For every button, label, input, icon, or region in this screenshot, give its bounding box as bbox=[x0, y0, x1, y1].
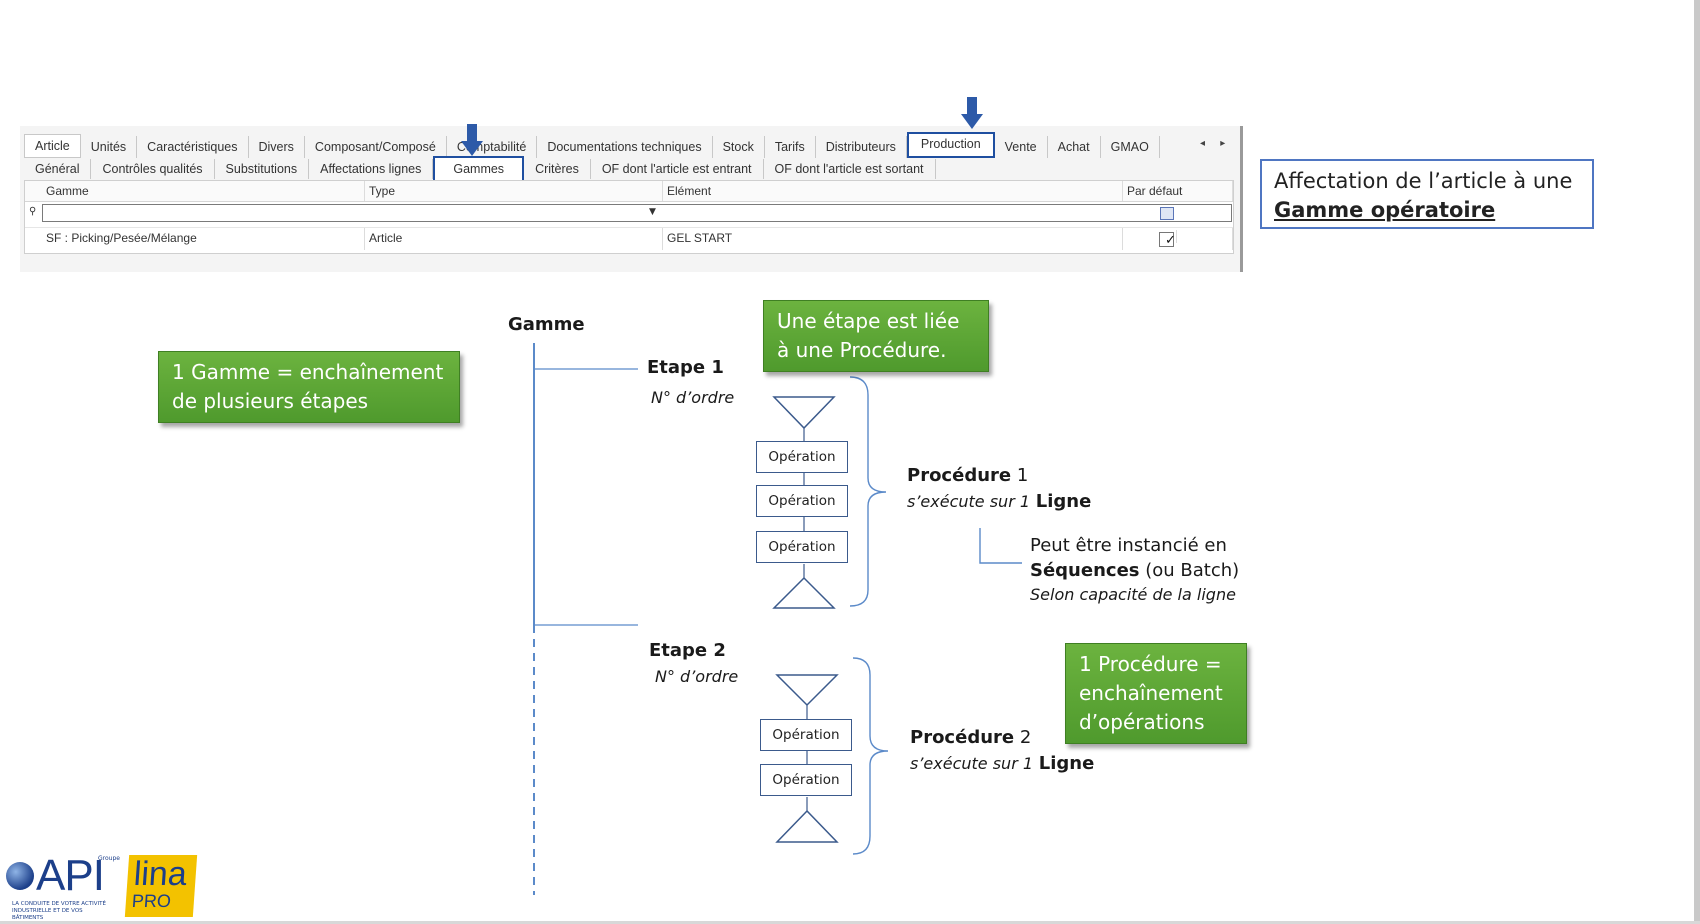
pointer-arrow-gammes bbox=[461, 124, 483, 158]
operation-box: Opération bbox=[756, 485, 848, 517]
cell-type: Article bbox=[365, 228, 663, 250]
operation-box: Opération bbox=[760, 764, 852, 796]
tab-tarifs[interactable]: Tarifs bbox=[765, 136, 816, 158]
etape1-title: Etape 1 bbox=[647, 357, 724, 378]
lina-wordmark: lina bbox=[132, 855, 189, 893]
column-header-gamme[interactable]: Gamme bbox=[42, 181, 365, 201]
gamme-title: Gamme bbox=[508, 314, 585, 335]
procedure1-number: 1 bbox=[1016, 465, 1029, 486]
tab-achat[interactable]: Achat bbox=[1048, 136, 1101, 158]
subtab-substitutions[interactable]: Substitutions bbox=[215, 159, 310, 179]
tab-production[interactable]: Production bbox=[906, 132, 995, 158]
operation-box: Opération bbox=[756, 531, 848, 563]
tab-documentations-techniques[interactable]: Documentations techniques bbox=[537, 136, 713, 158]
subtab-general[interactable]: Général bbox=[24, 159, 92, 179]
column-header-par-defaut[interactable]: Par défaut bbox=[1123, 181, 1233, 201]
callout-line1: Affectation de l’article à une bbox=[1274, 169, 1573, 193]
procedure2-exec: s’exécute sur 1 Ligne bbox=[910, 753, 1094, 774]
api-wordmark: API bbox=[36, 851, 105, 900]
api-globe-icon bbox=[6, 862, 34, 890]
etape2-title: Etape 2 bbox=[649, 640, 726, 661]
instance-batch: (ou Batch) bbox=[1139, 560, 1240, 581]
callout-line2: Gamme opératoire bbox=[1274, 198, 1496, 222]
window-bottom-edge bbox=[0, 921, 1700, 924]
etape1-order: N° d’ordre bbox=[651, 388, 735, 407]
procedure1-exec-text: s’exécute sur 1 bbox=[907, 492, 1031, 511]
assignment-callout: Affectation de l’article à une Gamme opé… bbox=[1260, 159, 1594, 229]
instance-line2: Séquences (ou Batch) bbox=[1030, 560, 1239, 581]
tab-divers[interactable]: Divers bbox=[249, 136, 305, 158]
procedure2-title: Procédure bbox=[910, 727, 1015, 748]
instance-sequences: Séquences bbox=[1030, 560, 1140, 581]
cell-gamme: SF : Picking/Pesée/Mélange bbox=[42, 228, 365, 250]
grid-filter-row: ⚲ ▼ bbox=[25, 202, 1233, 224]
table-row[interactable]: SF : Picking/Pesée/Mélange Article GEL S… bbox=[25, 227, 1233, 250]
subtab-of-sortant[interactable]: OF dont l'article est sortant bbox=[764, 159, 936, 179]
tab-gmao[interactable]: GMAO bbox=[1101, 136, 1160, 158]
subtab-of-entrant[interactable]: OF dont l'article est entrant bbox=[591, 159, 764, 179]
tab-unites[interactable]: Unités bbox=[81, 136, 138, 158]
note-etape: Une étape est liée à une Procédure. bbox=[763, 300, 989, 372]
procedure2-exec-text: s’exécute sur 1 bbox=[910, 754, 1034, 773]
lina-pro-logo: lina PRO bbox=[124, 855, 198, 917]
note-gamme: 1 Gamme = enchaînement de plusieurs étap… bbox=[158, 351, 460, 423]
procedure1-title: Procédure bbox=[907, 465, 1012, 486]
subtab-affectations-lignes[interactable]: Affectations lignes bbox=[309, 159, 434, 179]
procedure1-label: Procédure 1 bbox=[907, 465, 1028, 486]
procedure2-label: Procédure 2 bbox=[910, 727, 1031, 748]
cell-par-defaut bbox=[1123, 228, 1233, 250]
tab-distributeurs[interactable]: Distributeurs bbox=[816, 136, 907, 158]
tab-stock[interactable]: Stock bbox=[713, 136, 765, 158]
procedure1-ligne: Ligne bbox=[1035, 491, 1092, 512]
api-logo: API Groupe LA CONDUITE DE VOTRE ACTIVITÉ… bbox=[6, 851, 120, 921]
subtab-criteres[interactable]: Critères bbox=[524, 159, 591, 179]
instance-line3: Selon capacité de la ligne bbox=[1030, 585, 1236, 604]
procedure1-exec: s’exécute sur 1 Ligne bbox=[907, 491, 1091, 512]
subtab-controles-qualites[interactable]: Contrôles qualités bbox=[91, 159, 215, 179]
api-groupe-text: Groupe bbox=[98, 855, 120, 862]
pro-wordmark: PRO bbox=[131, 891, 172, 911]
filter-pin-icon: ⚲ bbox=[29, 206, 37, 217]
check-icon: ✓ bbox=[1161, 230, 1177, 247]
column-header-type[interactable]: Type bbox=[365, 181, 663, 201]
default-checkbox[interactable]: ✓ bbox=[1159, 230, 1177, 247]
procedure2-number: 2 bbox=[1019, 727, 1032, 748]
filter-dropdown-icon[interactable]: ▼ bbox=[649, 207, 656, 217]
etape2-order: N° d’ordre bbox=[655, 667, 739, 686]
instance-line1: Peut être instancié en bbox=[1030, 535, 1227, 556]
cell-element: GEL START bbox=[663, 228, 1123, 250]
tab-scroll-arrows[interactable]: ◂ ▸ bbox=[1200, 138, 1232, 149]
tab-caracteristiques[interactable]: Caractéristiques bbox=[137, 136, 249, 158]
tab-vente[interactable]: Vente bbox=[995, 136, 1048, 158]
grid-header: Gamme Type Elément Par défaut bbox=[25, 181, 1233, 202]
column-header-element[interactable]: Elément bbox=[663, 181, 1123, 201]
pointer-arrow-production bbox=[961, 97, 983, 131]
production-subtab-bar: Général Contrôles qualités Substitutions… bbox=[24, 156, 936, 182]
operation-box: Opération bbox=[760, 719, 852, 751]
window-edge bbox=[1694, 0, 1700, 924]
procedure2-ligne: Ligne bbox=[1038, 753, 1095, 774]
tab-article[interactable]: Article bbox=[24, 134, 81, 158]
filter-input[interactable] bbox=[42, 204, 1232, 222]
main-tab-bar: Article Unités Caractéristiques Divers C… bbox=[24, 132, 1160, 158]
filter-default-checkbox[interactable] bbox=[1160, 207, 1174, 220]
tab-composant-compose[interactable]: Composant/Composé bbox=[305, 136, 447, 158]
gammes-grid: Gamme Type Elément Par défaut ⚲ ▼ SF : P… bbox=[24, 180, 1234, 254]
api-tagline: LA CONDUITE DE VOTRE ACTIVITÉ INDUSTRIEL… bbox=[12, 901, 107, 921]
note-procedure: 1 Procédure = enchaînement d’opérations bbox=[1065, 643, 1247, 744]
operation-box: Opération bbox=[756, 441, 848, 473]
